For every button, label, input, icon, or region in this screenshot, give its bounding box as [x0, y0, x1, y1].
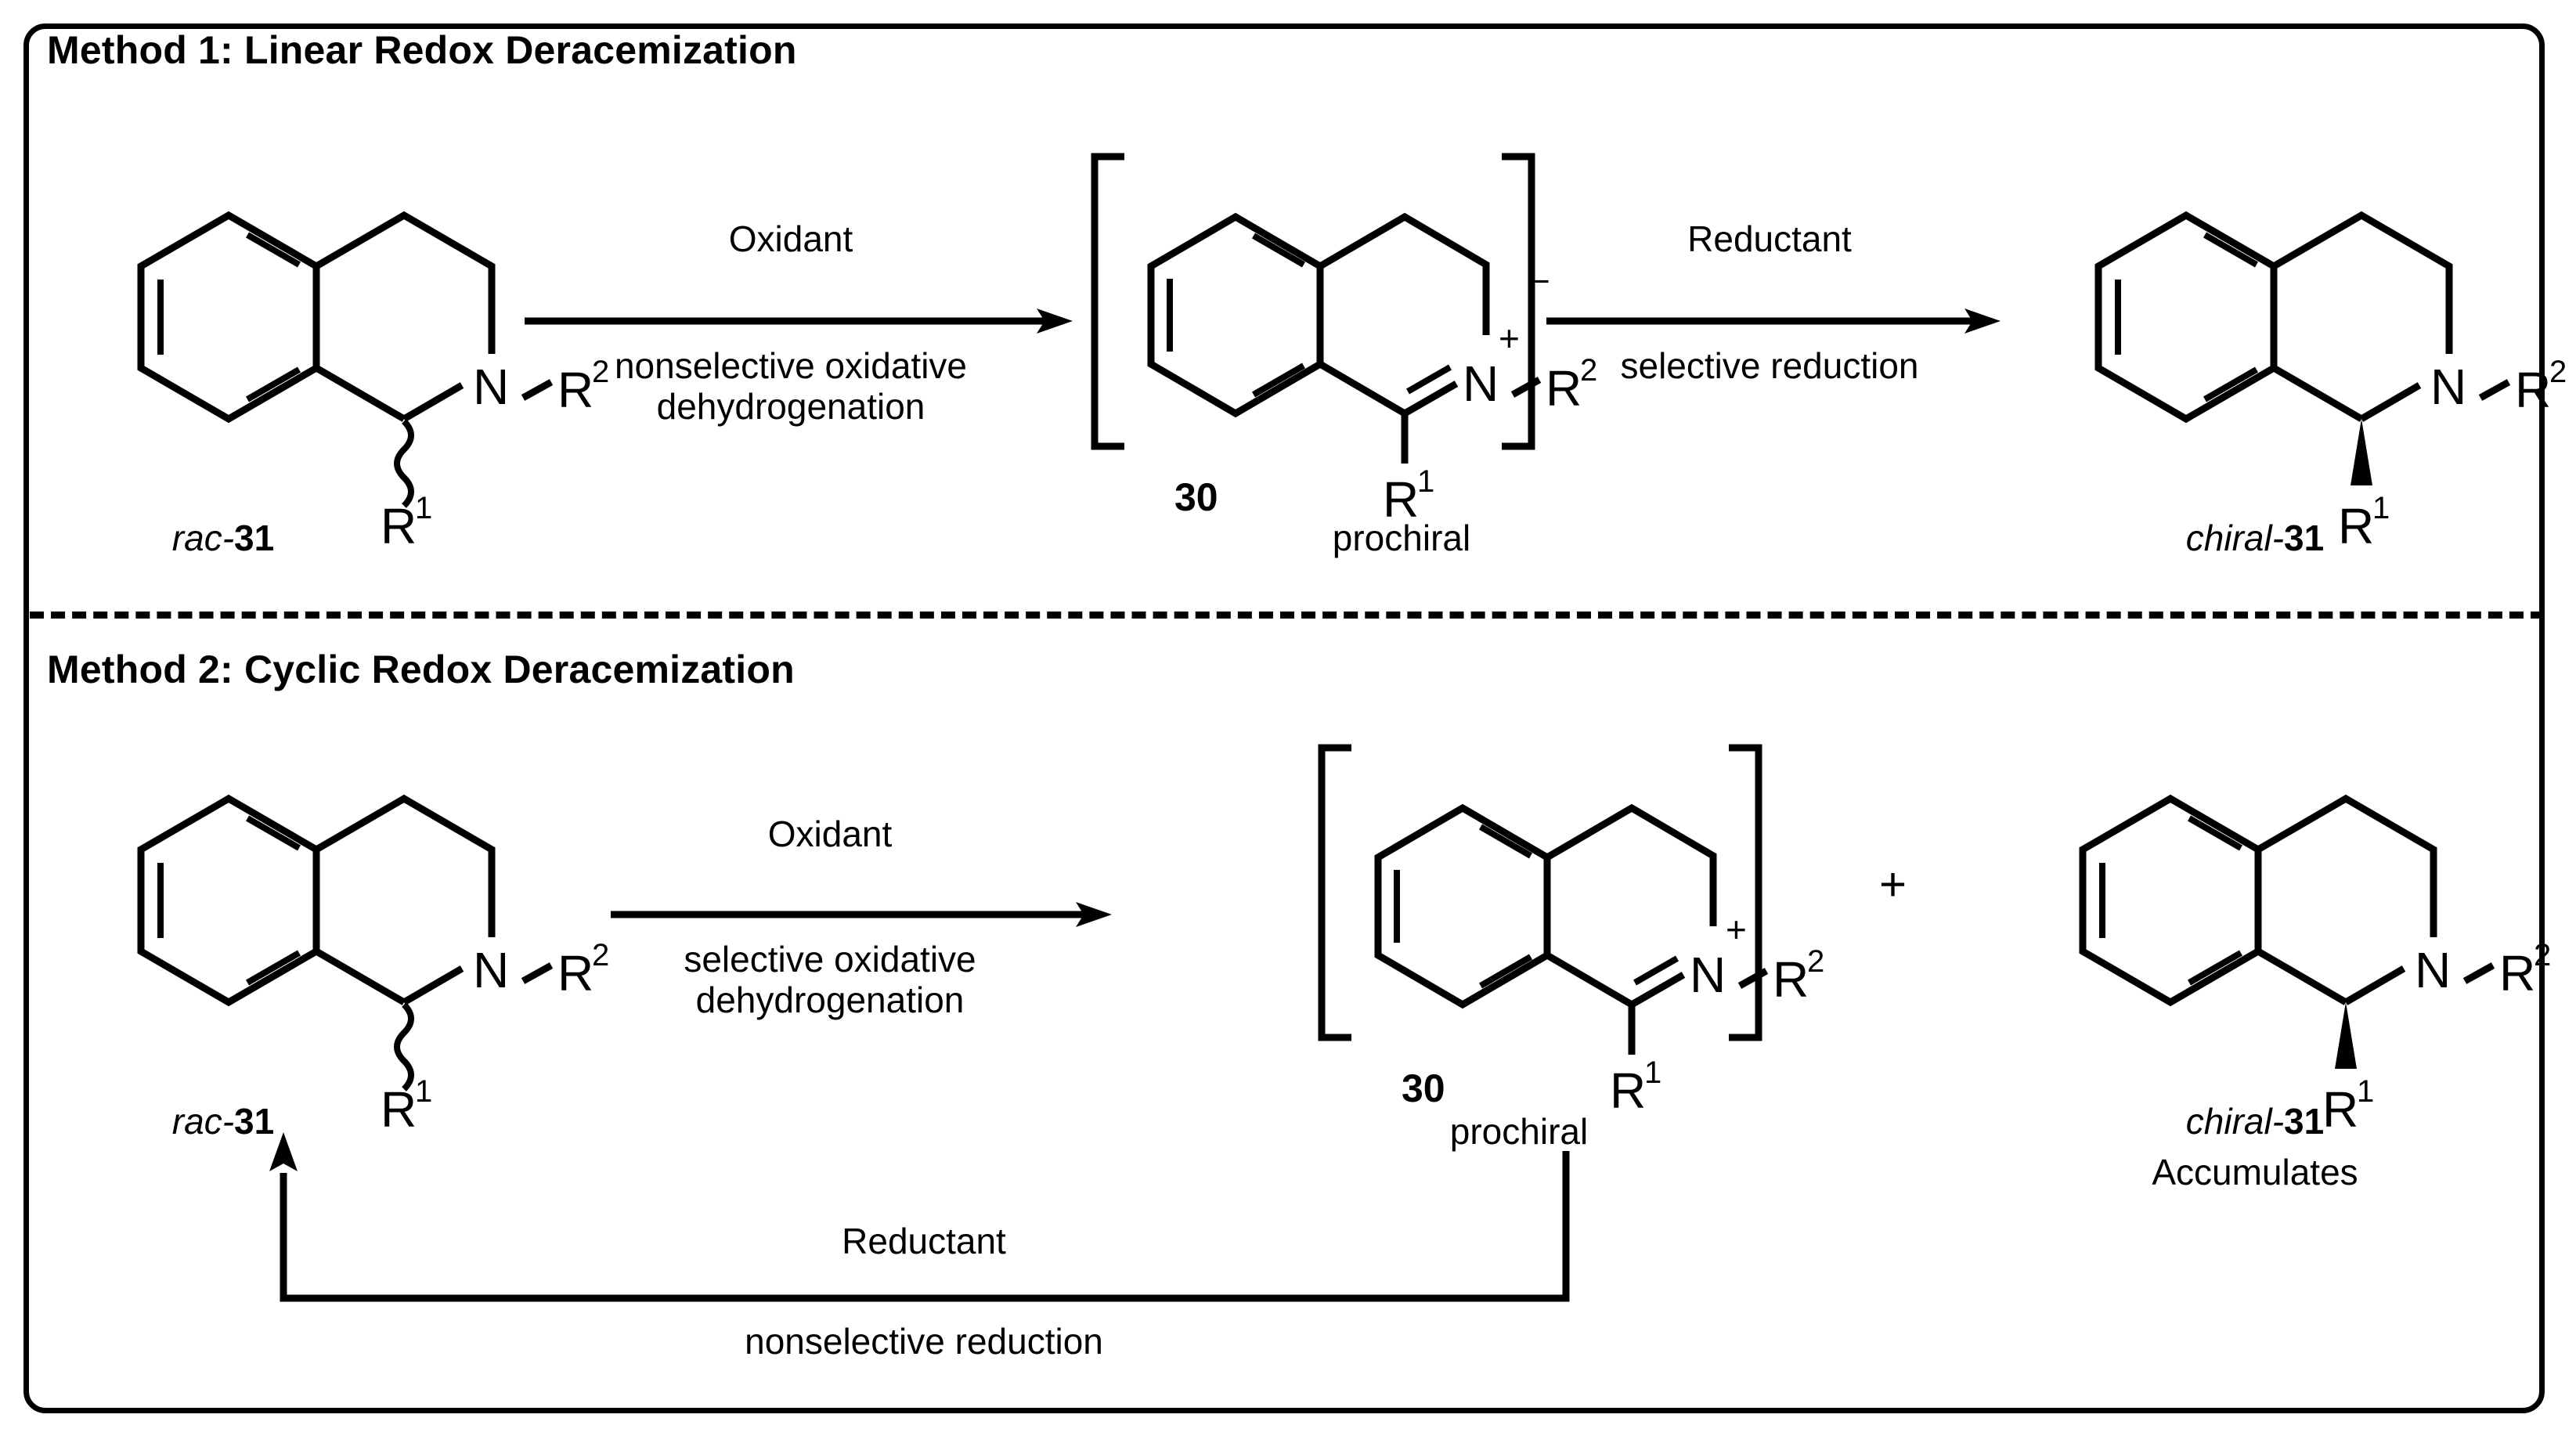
recycle-arrow-method-2 — [269, 1132, 1570, 1302]
figure-border — [23, 23, 2545, 1413]
arrow-1-below-line1: nonselective oxidative — [614, 345, 968, 386]
atom-label-nitrogen: N — [1463, 355, 1499, 412]
substituent-label-r2: R — [557, 362, 593, 418]
substituent-label-r2: R — [2515, 362, 2551, 418]
substituent-label-r1: R — [2338, 498, 2374, 554]
arrow-2-above-label-method-1: Reductant — [1687, 218, 1852, 259]
arrow-1-above-label-method-2: Oxidant — [767, 814, 893, 854]
recycle-arrow-above-label: Reductant — [842, 1221, 1006, 1261]
caption-italic-part: rac- — [171, 518, 235, 558]
method-2-title: Method 2: Cyclic Redox Deracemization — [47, 648, 795, 691]
caption-prochiral-method-1: prochiral — [1332, 518, 1471, 558]
left-bracket — [1318, 744, 1351, 1041]
caption-chiral-31-method-1: chiral-31 — [2051, 517, 2459, 559]
structure-rac-31-method-2: N R 2 R 1 — [137, 794, 609, 1138]
compound-number-30: 30 — [1402, 1066, 1445, 1110]
substituent-sup-r2: 2 — [1807, 944, 1824, 979]
caption-rac-31-method-1: rac-31 — [94, 517, 352, 559]
counter-charge-minus: – — [1528, 258, 1549, 298]
caption-bold-part: 31 — [2284, 1101, 2325, 1142]
structure-iminium-30-method-1: N + R 2 R 1 30 — [1091, 153, 1597, 528]
structure-chiral-31-method-1: N R 2 R 1 — [2094, 211, 2567, 554]
substituent-label-r1: R — [381, 498, 417, 554]
arrow-1-below-label-method-2: selective oxidative dehydrogenation — [548, 939, 1112, 1020]
arrow-2-below-label-method-1: selective reduction — [1620, 345, 1919, 386]
wavy-stereo-bond — [394, 1002, 414, 1091]
atom-label-nitrogen: N — [2415, 942, 2451, 998]
method-divider — [30, 612, 2545, 619]
structure-chiral-31-method-2: N R 2 R 1 — [2079, 794, 2551, 1138]
substituent-sup-r1: 1 — [415, 1074, 432, 1109]
structure-iminium-30-method-2: N + R 2 R 1 30 — [1318, 744, 1824, 1119]
substituent-label-r1: R — [1383, 471, 1419, 528]
reaction-arrow-1-method-2 — [611, 902, 1112, 927]
caption-bold-part: 31 — [234, 1101, 275, 1142]
wavy-stereo-bond — [394, 419, 414, 508]
atom-label-nitrogen: N — [1690, 947, 1726, 1003]
arrow-1-below-line1: selective oxidative — [684, 939, 976, 980]
atom-label-nitrogen: N — [473, 942, 509, 998]
charge-plus: + — [1726, 909, 1747, 950]
right-bracket — [1729, 744, 1762, 1041]
substituent-label-r2: R — [2499, 945, 2535, 1001]
left-bracket — [1091, 153, 1124, 450]
caption-italic-part: chiral- — [2185, 1101, 2285, 1142]
substituent-sup-r2: 2 — [592, 355, 609, 389]
caption-prochiral-method-2: prochiral — [1449, 1111, 1589, 1152]
reaction-arrow-2-method-1 — [1546, 308, 2001, 334]
substituent-label-r2: R — [1546, 360, 1582, 417]
substituent-sup-r1: 1 — [2357, 1074, 2374, 1109]
reaction-arrow-1-method-1 — [525, 308, 1073, 334]
substituent-sup-r1: 1 — [1417, 464, 1434, 499]
arrow-1-below-line2: dehydrogenation — [695, 979, 965, 1020]
structure-rac-31-method-1: N R 2 R 1 — [137, 211, 609, 554]
substituent-label-r1: R — [1610, 1063, 1646, 1119]
arrowhead-up — [269, 1132, 298, 1171]
substituent-sup-r1: 1 — [2372, 491, 2390, 525]
atom-label-nitrogen: N — [473, 359, 509, 415]
method-1-title: Method 1: Linear Redox Deracemization — [47, 28, 797, 72]
substituent-sup-r2: 2 — [592, 938, 609, 972]
compound-number-30: 30 — [1174, 475, 1218, 519]
plus-sign: + — [1879, 858, 1907, 911]
caption-bold-part: 31 — [234, 518, 275, 558]
arrow-1-below-label-method-1: nonselective oxidative dehydrogenation — [517, 345, 1065, 427]
substituent-label-r1: R — [381, 1081, 417, 1138]
substituent-sup-r1: 1 — [415, 491, 432, 525]
substituent-sup-r2: 2 — [2534, 938, 2551, 972]
substituent-sup-r2: 2 — [1580, 353, 1597, 388]
right-bracket — [1502, 153, 1535, 450]
recycle-arrow-below-label: nonselective reduction — [745, 1321, 1103, 1362]
caption-bold-part: 31 — [2284, 518, 2325, 558]
arrow-1-below-line2: dehydrogenation — [656, 385, 925, 427]
substituent-label-r2: R — [557, 945, 593, 1001]
arrow-1-above-label-method-1: Oxidant — [728, 218, 853, 259]
caption-chiral-31-method-2: chiral-31 — [2036, 1100, 2474, 1142]
caption-rac-31-method-2: rac-31 — [94, 1100, 352, 1142]
substituent-label-r1: R — [2322, 1081, 2358, 1138]
bold-wedge-stereo-bond — [2335, 1002, 2357, 1069]
caption-italic-part: rac- — [171, 1101, 235, 1142]
atom-label-nitrogen: N — [2430, 359, 2466, 415]
substituent-sup-r1: 1 — [1644, 1055, 1661, 1090]
charge-plus: + — [1499, 318, 1520, 359]
caption-italic-part: chiral- — [2185, 518, 2285, 558]
bold-wedge-stereo-bond — [2351, 419, 2372, 485]
caption-accumulates: Accumulates — [2152, 1152, 2358, 1192]
substituent-label-r2: R — [1773, 951, 1809, 1008]
substituent-sup-r2: 2 — [2549, 355, 2567, 389]
